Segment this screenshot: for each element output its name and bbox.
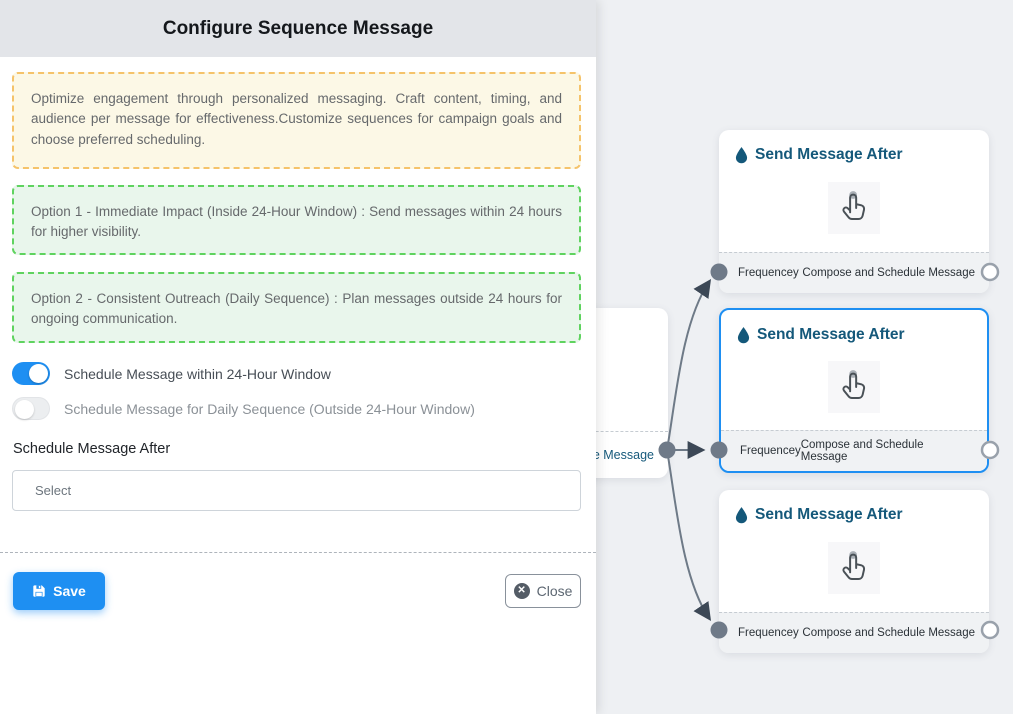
panel-header: Configure Sequence Message <box>0 0 596 57</box>
schedule-after-select[interactable]: Select <box>12 470 581 511</box>
frequency-handle-label: Frequencey <box>740 445 801 457</box>
compose-handle-label: Compose and Schedule Message <box>802 267 975 279</box>
option-2-note: Option 2 - Consistent Outreach (Daily Se… <box>12 272 581 343</box>
tap-hand-icon[interactable] <box>828 182 880 234</box>
edge-to-node-3 <box>666 449 712 621</box>
select-value: Select <box>35 483 72 498</box>
node-header: Send Message After <box>719 130 989 164</box>
close-button-label: Close <box>536 583 573 599</box>
frequency-handle-label: Frequencey <box>738 627 799 639</box>
tap-hand-icon[interactable] <box>828 361 880 413</box>
schedule-after-label: Schedule Message After <box>13 441 171 457</box>
water-drop-icon <box>735 146 748 163</box>
configure-sequence-panel: Configure Sequence Message Optimize enga… <box>0 0 596 714</box>
node-header: Send Message After <box>721 310 987 344</box>
toggle-24h-window-label: Schedule Message within 24-Hour Window <box>64 365 331 382</box>
toggle-knob <box>15 400 34 419</box>
close-button[interactable]: ✕ Close <box>505 574 581 608</box>
toggle-24h-window[interactable] <box>12 362 50 385</box>
tap-hand-icon[interactable] <box>828 542 880 594</box>
source-node-footer-label: ce Message <box>556 431 668 478</box>
edge-to-node-1 <box>666 279 712 451</box>
flow-node-send-message-after-3[interactable]: Send Message After Frequencey Compose an… <box>719 490 989 653</box>
node-header: Send Message After <box>719 490 989 524</box>
flow-node-send-message-after-2-selected[interactable]: Send Message After Frequencey Compose an… <box>719 308 989 473</box>
node-title: Send Message After <box>755 506 903 523</box>
node-title: Send Message After <box>757 326 905 343</box>
compose-handle-label: Compose and Schedule Message <box>802 627 975 639</box>
save-disk-icon <box>33 585 45 597</box>
node-footer: Frequencey Compose and Schedule Message <box>719 612 989 653</box>
save-button[interactable]: Save <box>13 572 105 610</box>
flow-node-send-message-after-1[interactable]: Send Message After Frequencey Compose an… <box>719 130 989 293</box>
footer-divider <box>0 552 596 553</box>
intro-note: Optimize engagement through personalized… <box>12 72 581 169</box>
water-drop-icon <box>735 506 748 523</box>
toggle-daily-sequence-label: Schedule Message for Daily Sequence (Out… <box>64 400 475 417</box>
node-title: Send Message After <box>755 146 903 163</box>
save-button-label: Save <box>53 583 86 599</box>
water-drop-icon <box>737 326 750 343</box>
node-footer: Frequencey Compose and Schedule Message <box>719 252 989 293</box>
page-title: Configure Sequence Message <box>162 17 434 39</box>
toggle-knob <box>29 364 48 383</box>
option-1-note: Option 1 - Immediate Impact (Inside 24-H… <box>12 185 581 255</box>
close-icon: ✕ <box>513 583 530 599</box>
toggle-daily-sequence[interactable] <box>12 397 50 420</box>
frequency-handle-label: Frequencey <box>738 267 799 279</box>
node-footer: Frequencey Compose and Schedule Message <box>721 430 987 471</box>
compose-handle-label: Compose and Schedule Message <box>800 439 924 463</box>
